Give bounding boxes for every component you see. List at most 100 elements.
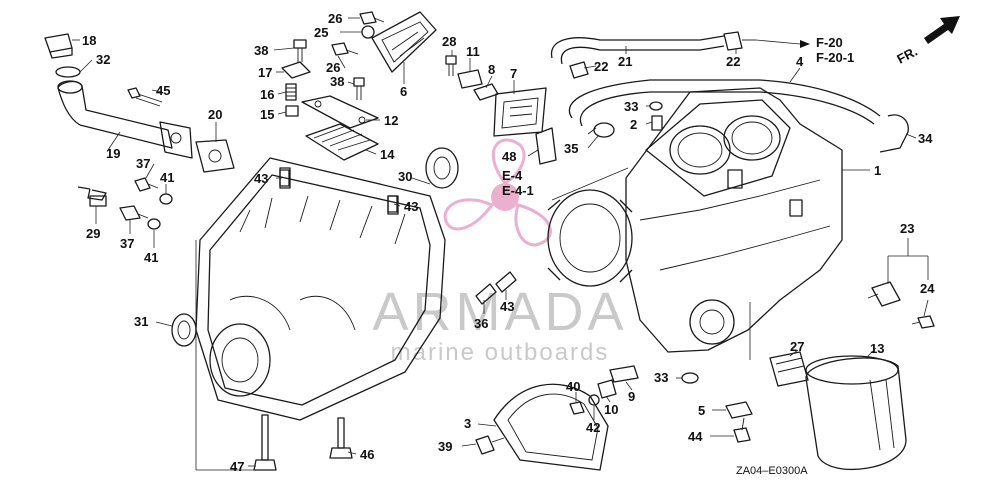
ref-e4-1: E-4-1: [502, 183, 534, 198]
callout-30: 30: [398, 169, 412, 184]
leader-lines: [72, 17, 929, 471]
callout-17: 17: [258, 65, 272, 80]
front-direction-arrow: [924, 16, 960, 44]
callout-33-upper: 33: [624, 99, 638, 114]
gasket-20: [195, 139, 235, 173]
lower-crankcase: [195, 157, 446, 421]
clamp-22-left: [569, 61, 589, 79]
oil-filler-pipe: [57, 80, 193, 159]
dowel-2: [651, 115, 663, 131]
bolt-37-lower: [119, 205, 149, 221]
bolt-47: [253, 414, 277, 471]
bolt-26-mid: [331, 42, 359, 56]
propeller-logo: [443, 138, 552, 247]
mesh-14: [305, 123, 379, 161]
callout-39: 39: [438, 439, 452, 454]
callout-4: 4: [796, 54, 804, 69]
oil-seal-30: [425, 147, 459, 189]
bolt-25: [361, 25, 375, 39]
callout-labels: 18 32 45 19 20 37 41 29 37 41 26 25 38 2…: [82, 11, 935, 474]
clip-34: [879, 114, 909, 153]
diagram-code: ZA04–E0300A: [736, 465, 808, 477]
callout-16: 16: [260, 87, 274, 102]
callout-23: 23: [900, 221, 914, 236]
callout-24: 24: [920, 281, 935, 296]
o-ring-33-upper: [649, 101, 663, 111]
bolt-24: [911, 315, 935, 329]
callout-31: 31: [134, 314, 148, 329]
breather-plate-12: [301, 95, 379, 129]
callout-10: 10: [604, 402, 618, 417]
callout-7: 7: [510, 66, 517, 81]
spring-16: [285, 83, 297, 101]
o-ring-33-lower: [681, 372, 699, 384]
callout-38-left: 38: [254, 43, 268, 58]
callout-5: 5: [698, 403, 705, 418]
callout-9: 9: [628, 389, 635, 404]
plate-5: [725, 401, 753, 419]
oil-filler-cap: [44, 33, 73, 59]
hose-21: [550, 35, 725, 65]
dowel-pin-43b: [387, 195, 398, 213]
callout-32: 32: [96, 52, 110, 67]
bolt-40: [569, 401, 585, 415]
callout-36: 36: [474, 316, 488, 331]
callout-18: 18: [82, 33, 96, 48]
oil-filter-13: [805, 355, 907, 470]
callout-21: 21: [618, 54, 632, 69]
callout-38-right: 38: [330, 74, 344, 89]
washer-41-lower: [147, 218, 161, 230]
callout-37-lower: 37: [120, 236, 134, 251]
callout-34: 34: [918, 131, 933, 146]
callout-2: 2: [630, 117, 637, 132]
callout-45: 45: [156, 83, 170, 98]
fitting-27: [769, 351, 809, 387]
f20-arrowhead: [800, 40, 810, 48]
callout-37-upper: 37: [136, 156, 150, 171]
plate-17: [281, 61, 311, 79]
callout-41-lower: 41: [144, 250, 158, 265]
callout-15: 15: [260, 107, 274, 122]
pin-43c: [495, 271, 517, 293]
callout-8: 8: [488, 62, 495, 77]
bracket-48: [535, 127, 557, 165]
plug-23: [867, 281, 901, 307]
reference-labels: F-20 F-20-1 E-4 E-4-1 FR. ZA04–E0300A: [502, 35, 920, 477]
ref-e4: E-4: [502, 168, 523, 183]
callout-26-mid: 26: [326, 60, 340, 75]
bolt-46: [329, 417, 353, 459]
callout-1: 1: [874, 163, 881, 178]
callout-43-c: 43: [500, 299, 514, 314]
bolt-39: [475, 435, 505, 455]
bolt-45: [127, 87, 163, 107]
callout-35: 35: [564, 141, 578, 156]
ref-f20: F-20: [816, 35, 843, 50]
washer-41-upper: [159, 193, 173, 205]
bolt-29: [77, 186, 107, 207]
callout-22-right: 22: [726, 54, 740, 69]
callout-13: 13: [870, 341, 884, 356]
watermark: ARMADA marine outboards: [372, 138, 624, 366]
bolt-28: [445, 55, 457, 76]
washer-42: [588, 394, 600, 406]
bolt-38-right: [353, 77, 365, 100]
callout-26-top: 26: [328, 11, 342, 26]
bolt-26-top: [359, 11, 385, 25]
part-drawings: [44, 11, 960, 471]
callout-3: 3: [464, 416, 471, 431]
callout-43-a: 43: [254, 171, 268, 186]
callout-12: 12: [384, 113, 398, 128]
callout-43-b: 43: [404, 199, 418, 214]
callout-41-upper: 41: [160, 170, 174, 185]
clip-10: [597, 379, 617, 399]
oil-seal-31: [171, 313, 197, 347]
bolt-37-upper: [134, 177, 159, 192]
callout-14: 14: [380, 147, 395, 162]
callout-27: 27: [790, 339, 804, 354]
clamp-22-right: [723, 31, 756, 51]
bolt-38-left: [293, 39, 307, 62]
o-ring-32: [55, 66, 81, 78]
callout-42: 42: [586, 420, 600, 435]
reed-valve-7: [493, 87, 547, 137]
